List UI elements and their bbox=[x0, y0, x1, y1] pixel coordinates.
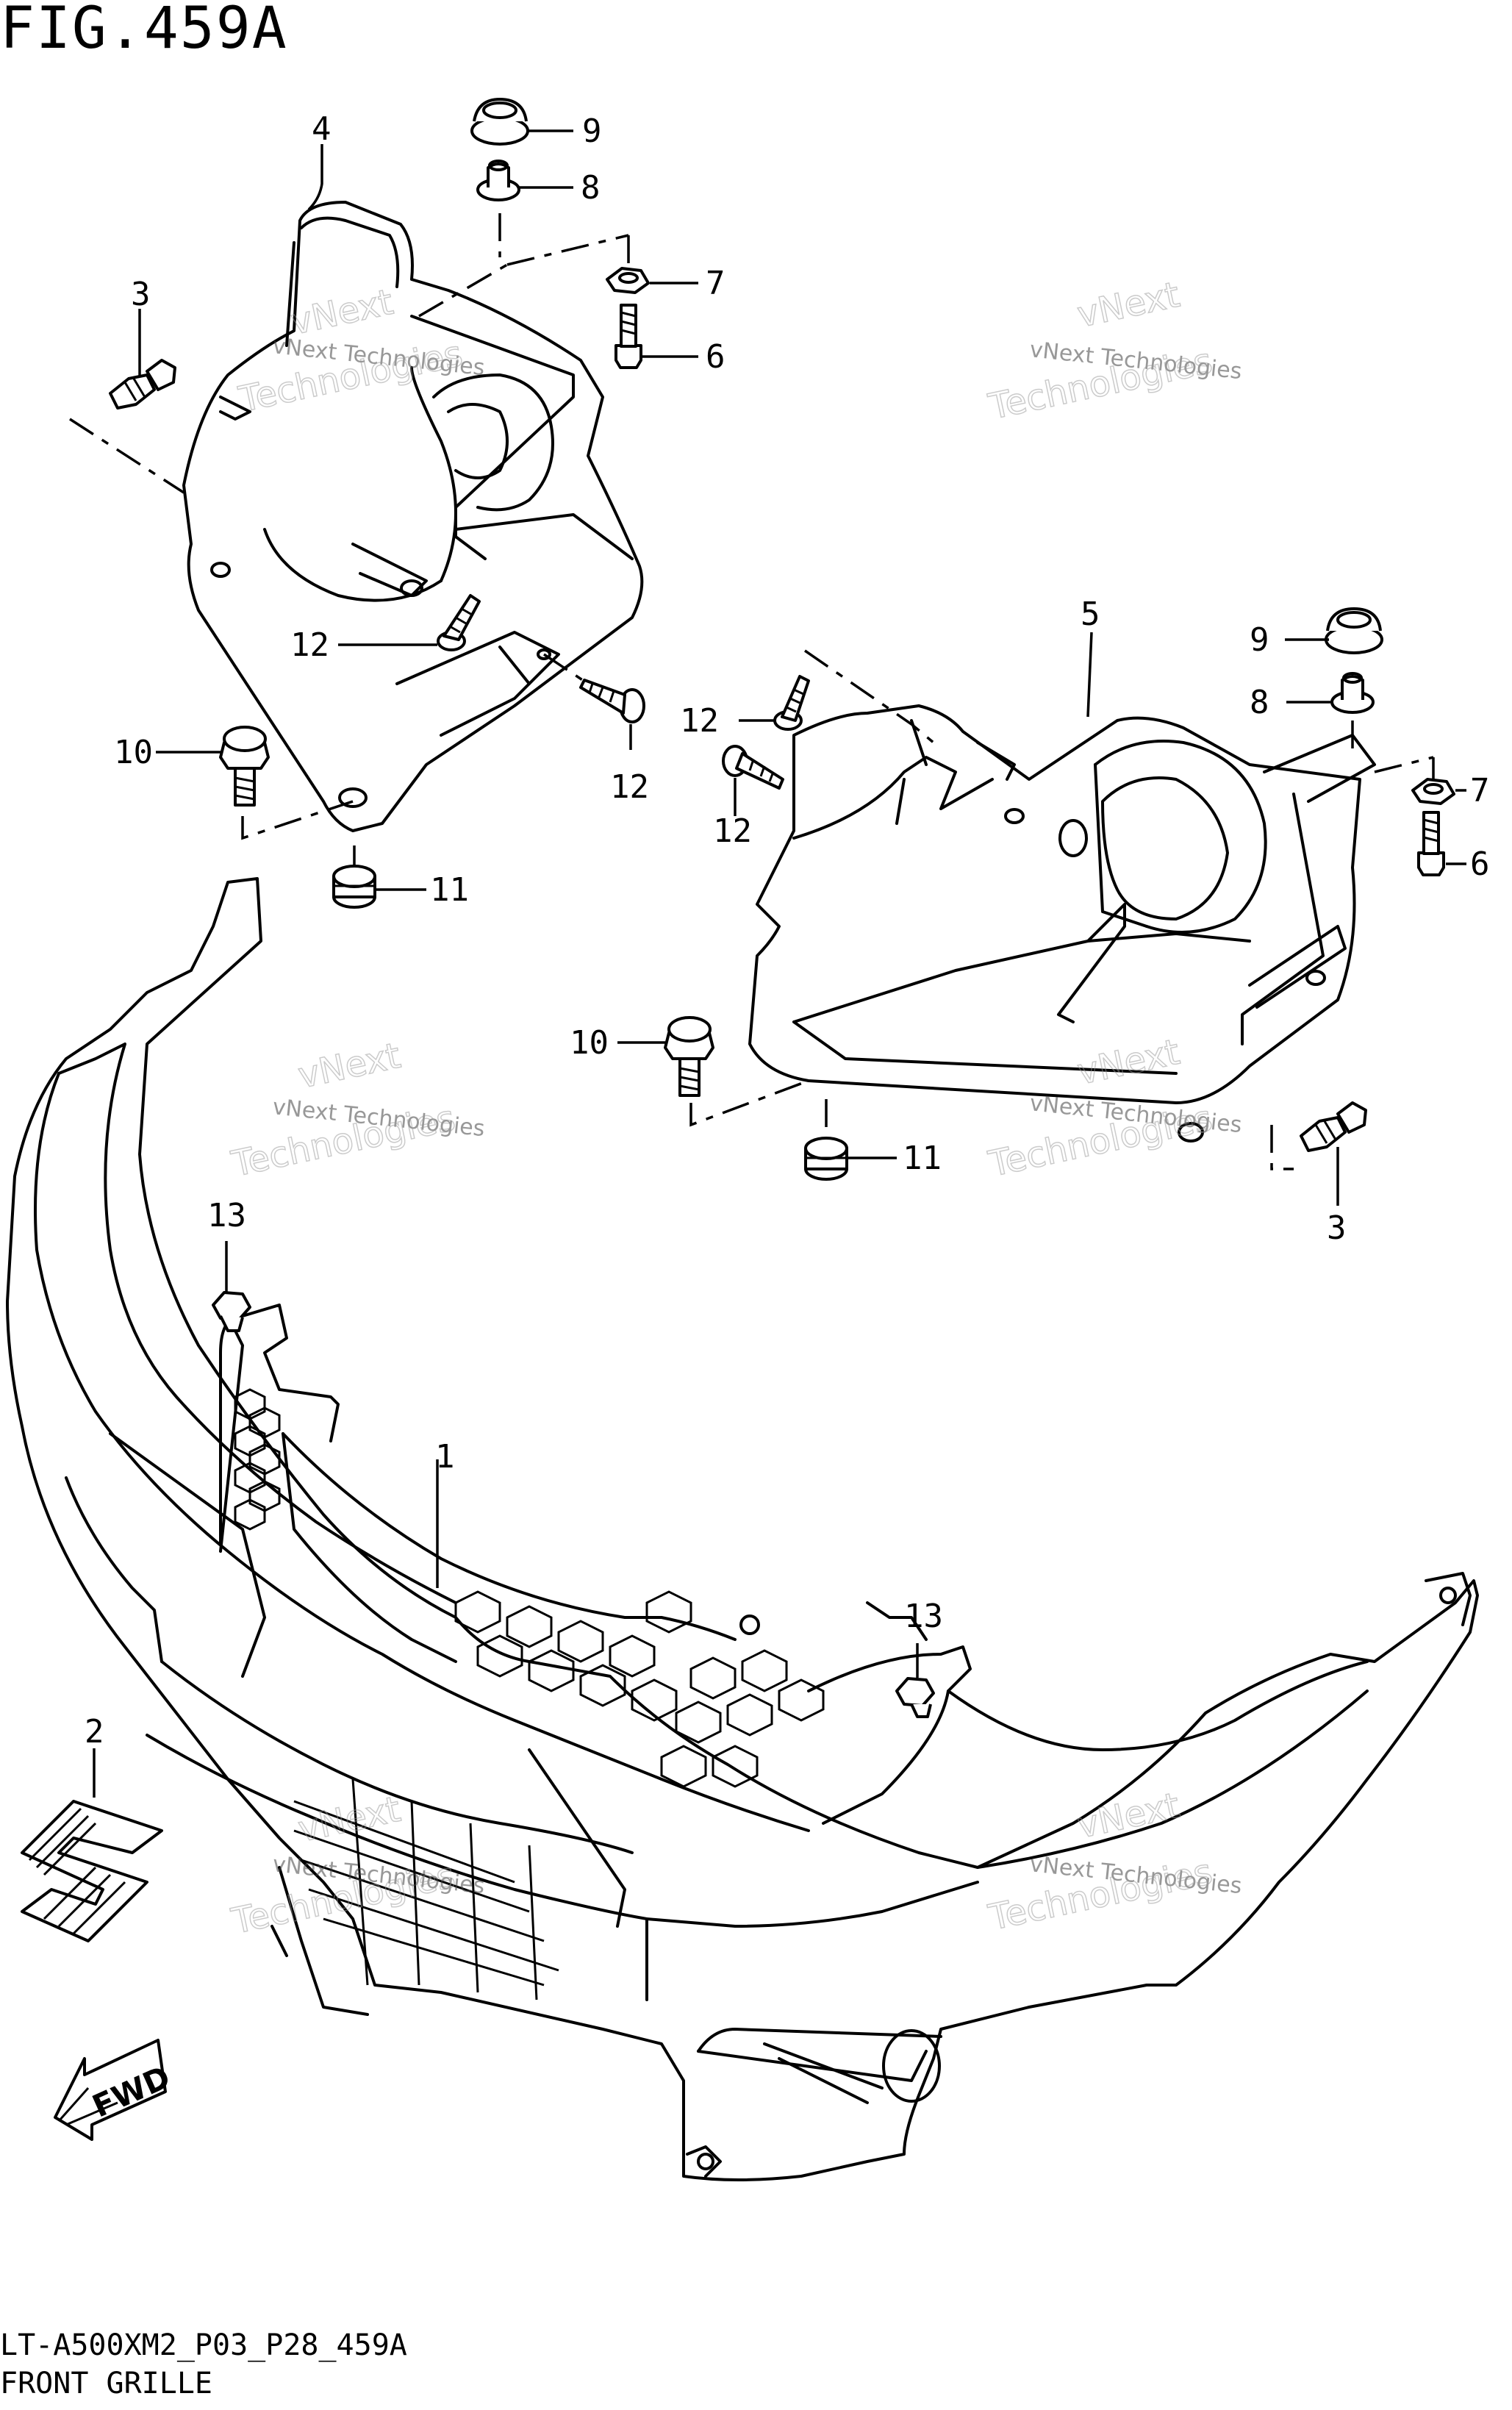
watermarks: vNext Technologies vNext Technologies vN… bbox=[227, 273, 1243, 1943]
callout-12-c: 12 bbox=[680, 702, 719, 740]
lower-grille-bars bbox=[293, 1778, 559, 2000]
callout-8-right: 8 bbox=[1250, 684, 1269, 721]
part-8-collar-left bbox=[476, 160, 520, 201]
upper-grille-mesh bbox=[454, 1590, 825, 1788]
callout-9-left: 9 bbox=[582, 112, 602, 150]
part-13-clip-left bbox=[212, 1291, 251, 1332]
callout-8-left: 8 bbox=[581, 169, 601, 207]
part-10-bolt-right bbox=[664, 1016, 714, 1097]
left-headlight-bracket bbox=[182, 201, 644, 832]
callout-10-left: 10 bbox=[114, 734, 153, 771]
suzuki-emblem bbox=[21, 1800, 163, 1942]
callout-7-left: 7 bbox=[706, 265, 725, 302]
left-side-mesh bbox=[234, 1388, 281, 1531]
callout-7-right: 7 bbox=[1470, 772, 1490, 809]
callout-12-a: 12 bbox=[290, 626, 329, 664]
part-11-grommet-right bbox=[804, 1137, 848, 1181]
callout-numbers: 1 2 3 3 4 5 6 6 7 7 8 8 9 9 10 10 11 11 … bbox=[85, 110, 1490, 1751]
right-headlight-bracket bbox=[748, 704, 1376, 1143]
figure-caption: FRONT GRILLE bbox=[0, 2367, 212, 2400]
watermark-outline: vNext bbox=[1074, 274, 1183, 336]
part-12-screw-right-b bbox=[722, 745, 784, 790]
leader-lines bbox=[93, 129, 1466, 1798]
callout-9-right: 9 bbox=[1250, 621, 1269, 659]
reference-code: LT-A500XM2_P03_P28_459A bbox=[0, 2328, 407, 2362]
part-12-screw-left-a bbox=[437, 594, 481, 651]
callout-11-left: 11 bbox=[430, 871, 469, 909]
part-13-clip-right bbox=[895, 1677, 935, 1718]
part-12-screw-left-b bbox=[579, 679, 645, 723]
part-6-bolt-left bbox=[615, 304, 642, 369]
callout-1: 1 bbox=[435, 1438, 455, 1476]
callout-10-right: 10 bbox=[570, 1024, 609, 1062]
callout-6-right: 6 bbox=[1470, 845, 1490, 883]
callout-13-left: 13 bbox=[207, 1197, 246, 1234]
part-12-screw-right-a bbox=[773, 675, 810, 731]
assembly-dash-lines bbox=[69, 213, 1435, 1170]
callout-3-right: 3 bbox=[1327, 1209, 1347, 1247]
callout-12-d: 12 bbox=[713, 812, 752, 850]
callout-4: 4 bbox=[312, 110, 332, 148]
part-8-collar-right bbox=[1330, 672, 1375, 714]
callout-13-right: 13 bbox=[904, 1598, 943, 1635]
part-3-rivet-left bbox=[109, 359, 176, 410]
callout-2: 2 bbox=[85, 1713, 104, 1751]
part-10-bolt-left bbox=[219, 726, 270, 807]
callout-3-left: 3 bbox=[131, 276, 151, 313]
part-7-nut-right bbox=[1411, 778, 1455, 805]
callout-5: 5 bbox=[1081, 596, 1100, 633]
figure-title: FIG.459A bbox=[0, 0, 288, 62]
part-9-grommet-right bbox=[1325, 607, 1383, 654]
part-11-grommet-left bbox=[332, 865, 376, 909]
callout-12-b: 12 bbox=[610, 768, 649, 806]
watermark-outline: vNext bbox=[295, 1035, 404, 1097]
callout-6-left: 6 bbox=[706, 338, 725, 376]
front-grille bbox=[6, 877, 1479, 2181]
part-3-rivet-right bbox=[1300, 1101, 1367, 1152]
part-7-nut-left bbox=[606, 267, 650, 294]
part-9-grommet-left bbox=[470, 98, 529, 146]
callout-11-right: 11 bbox=[903, 1140, 942, 1177]
part-6-bolt-right bbox=[1417, 811, 1445, 876]
forward-direction-arrow: FWD bbox=[54, 2039, 176, 2141]
